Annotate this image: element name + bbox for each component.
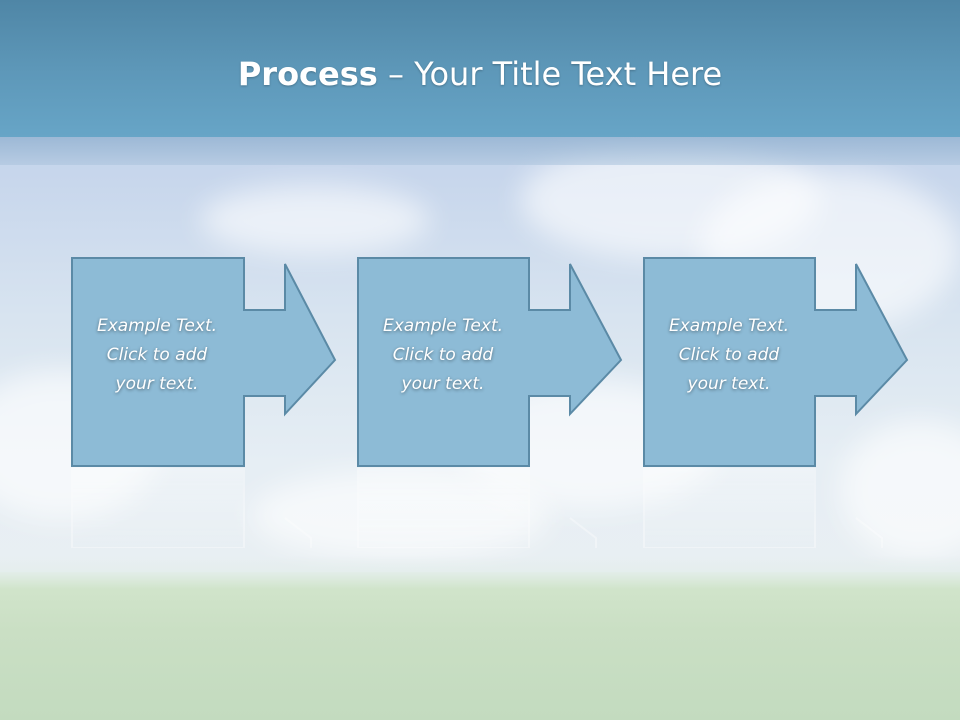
cloud [840,420,960,560]
step-1-reflection [71,468,341,548]
cloud [200,185,430,255]
step-2-text[interactable]: Example Text. Click to add your text. [361,312,525,399]
title-rest-part: – Your Title Text Here [377,55,723,93]
step-1-line-2: Click to add [106,345,208,365]
step-2-line-2: Click to add [392,345,494,365]
step-1-text[interactable]: Example Text. Click to add your text. [75,312,239,399]
step-3-line-3: your text. [687,374,771,394]
step-2-arrow-shape [357,257,623,467]
step-3-text[interactable]: Example Text. Click to add your text. [647,312,811,399]
step-2-line-3: your text. [401,374,485,394]
step-1-line-3: your text. [115,374,199,394]
step-1-line-1: Example Text. [96,316,218,336]
process-step-3[interactable]: Example Text. Click to add your text. [643,256,913,468]
step-3-line-1: Example Text. [668,316,790,336]
horizon-haze [0,555,960,589]
title-bar: Process – Your Title Text Here [0,0,960,137]
grass-background [0,572,960,720]
step-1-arrow-shape [71,257,337,467]
process-step-1[interactable]: Example Text. Click to add your text. [71,256,341,468]
step-2-line-1: Example Text. [382,316,504,336]
process-step-2[interactable]: Example Text. Click to add your text. [357,256,627,468]
slide-title[interactable]: Process – Your Title Text Here [0,52,960,96]
step-3-line-2: Click to add [678,345,780,365]
step-3-arrow-shape [643,257,909,467]
title-bold-part: Process [237,55,378,93]
step-3-reflection [643,468,913,548]
title-bar-band [0,137,960,165]
step-2-reflection [357,468,627,548]
